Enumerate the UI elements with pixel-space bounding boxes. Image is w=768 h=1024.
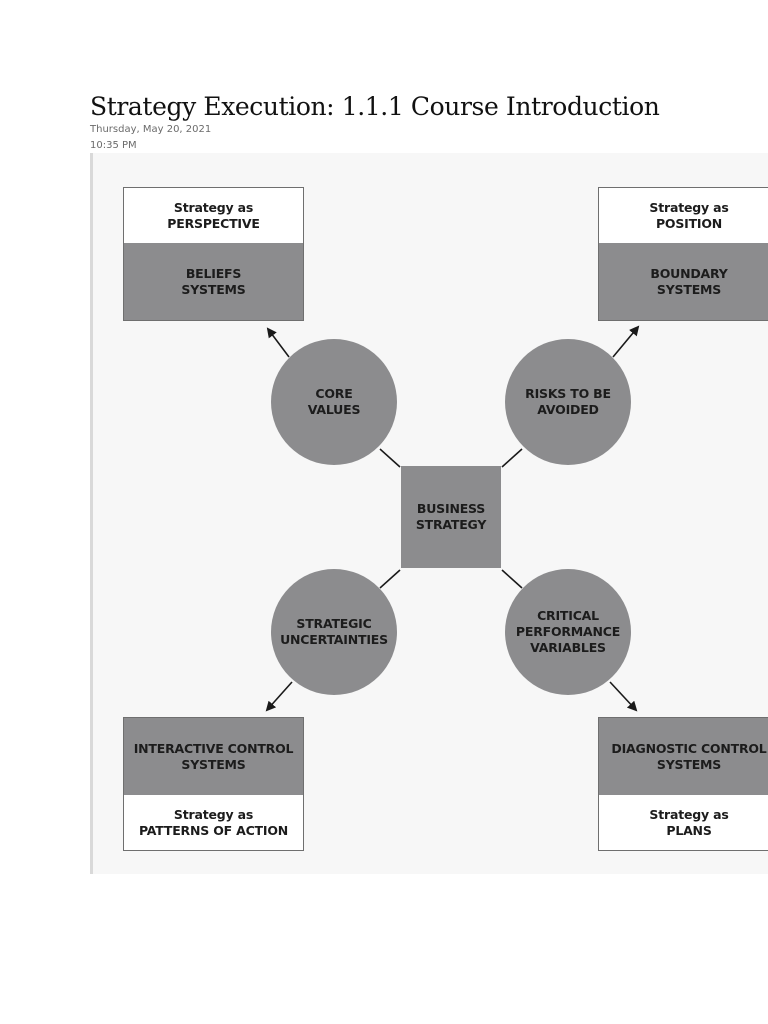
label-strategy-as-perspective: Strategy as PERSPECTIVE xyxy=(124,188,303,243)
label-interactive-control-systems: INTERACTIVE CONTROL SYSTEMS xyxy=(124,718,303,795)
label-business-strategy: BUSINESS STRATEGY xyxy=(401,466,501,568)
circle-risks xyxy=(505,339,631,465)
label-diagnostic-control-systems: DIAGNOSTIC CONTROL SYSTEMS xyxy=(599,718,768,795)
label-center-line2: STRATEGY xyxy=(415,517,487,532)
label-beliefs-systems: BELIEFS SYSTEMS xyxy=(124,243,303,320)
label-plans-line1: Strategy as xyxy=(649,806,729,822)
arrow-to-diagnostic xyxy=(609,681,638,712)
arrow-to-beliefs xyxy=(266,327,290,358)
label-core-values: CORE VALUES xyxy=(271,339,397,465)
center-square xyxy=(401,466,501,568)
label-core-values-line1: CORE xyxy=(315,386,353,401)
levers-of-control-figure: Strategy as PERSPECTIVE BELIEFS SYSTEMS … xyxy=(90,153,768,874)
box-diagnostic-fill xyxy=(599,718,768,795)
arrow-to-boundary xyxy=(612,325,640,358)
connector-uncertainties xyxy=(379,569,401,589)
label-interactive-line2: SYSTEMS xyxy=(181,756,246,772)
box-boundary-fill xyxy=(599,243,768,320)
page-title: Strategy Execution: 1.1.1 Course Introdu… xyxy=(90,92,660,121)
circle-performance xyxy=(505,569,631,695)
box-beliefs-fill xyxy=(124,243,303,320)
label-position-line2: POSITION xyxy=(655,215,723,231)
label-strategy-as-position: Strategy as POSITION xyxy=(599,188,768,243)
label-strategic-uncertainties: STRATEGIC UNCERTAINTIES xyxy=(271,569,397,695)
label-core-values-line2: VALUES xyxy=(307,402,361,417)
label-diagnostic-line1: DIAGNOSTIC CONTROL xyxy=(611,740,767,756)
label-boundary-systems: BOUNDARY SYSTEMS xyxy=(599,243,768,320)
connector-core-values xyxy=(379,448,401,468)
circle-uncertainties xyxy=(271,569,397,695)
label-risks-line2: AVOIDED xyxy=(537,402,599,417)
label-strategy-as-plans: Strategy as PLANS xyxy=(599,795,768,850)
label-perspective-line1: Strategy as xyxy=(173,199,254,215)
arrow-to-interactive xyxy=(265,681,293,712)
label-perspective-line2: PERSPECTIVE xyxy=(167,215,260,231)
diagram-graphics xyxy=(123,187,768,851)
label-interactive-line1: INTERACTIVE CONTROL xyxy=(133,740,294,756)
label-beliefs-line1: BELIEFS xyxy=(185,265,242,281)
label-performance-line1: CRITICAL xyxy=(537,608,599,623)
label-patterns-line1: Strategy as xyxy=(173,806,254,822)
label-plans-line2: PLANS xyxy=(666,822,712,838)
label-uncertainties-line1: STRATEGIC xyxy=(296,616,372,631)
label-uncertainties-line2: UNCERTAINTIES xyxy=(280,632,388,647)
connector-performance xyxy=(501,569,523,589)
label-patterns-line2: PATTERNS OF ACTION xyxy=(138,822,289,838)
label-beliefs-line2: SYSTEMS xyxy=(181,281,246,297)
label-risks-line1: RISKS TO BE xyxy=(525,386,611,401)
label-performance-line2: PERFORMANCE xyxy=(515,624,621,639)
page-time: 10:35 PM xyxy=(90,140,137,151)
connector-risks xyxy=(501,448,523,468)
box-interactive-fill xyxy=(124,718,303,795)
page-date: Thursday, May 20, 2021 xyxy=(90,124,212,135)
label-position-line1: Strategy as xyxy=(649,199,729,215)
label-performance-line3: VARIABLES xyxy=(530,640,606,655)
label-strategy-as-patterns: Strategy as PATTERNS OF ACTION xyxy=(124,795,303,850)
label-center-line1: BUSINESS xyxy=(416,501,486,516)
circle-core-values xyxy=(271,339,397,465)
label-diagnostic-line2: SYSTEMS xyxy=(656,756,722,772)
label-boundary-line2: SYSTEMS xyxy=(656,281,722,297)
label-boundary-line1: BOUNDARY xyxy=(650,265,728,281)
label-critical-performance-variables: CRITICAL PERFORMANCE VARIABLES xyxy=(505,569,631,695)
label-risks-to-be-avoided: RISKS TO BE AVOIDED xyxy=(505,339,631,465)
figure-left-rule xyxy=(90,153,93,874)
